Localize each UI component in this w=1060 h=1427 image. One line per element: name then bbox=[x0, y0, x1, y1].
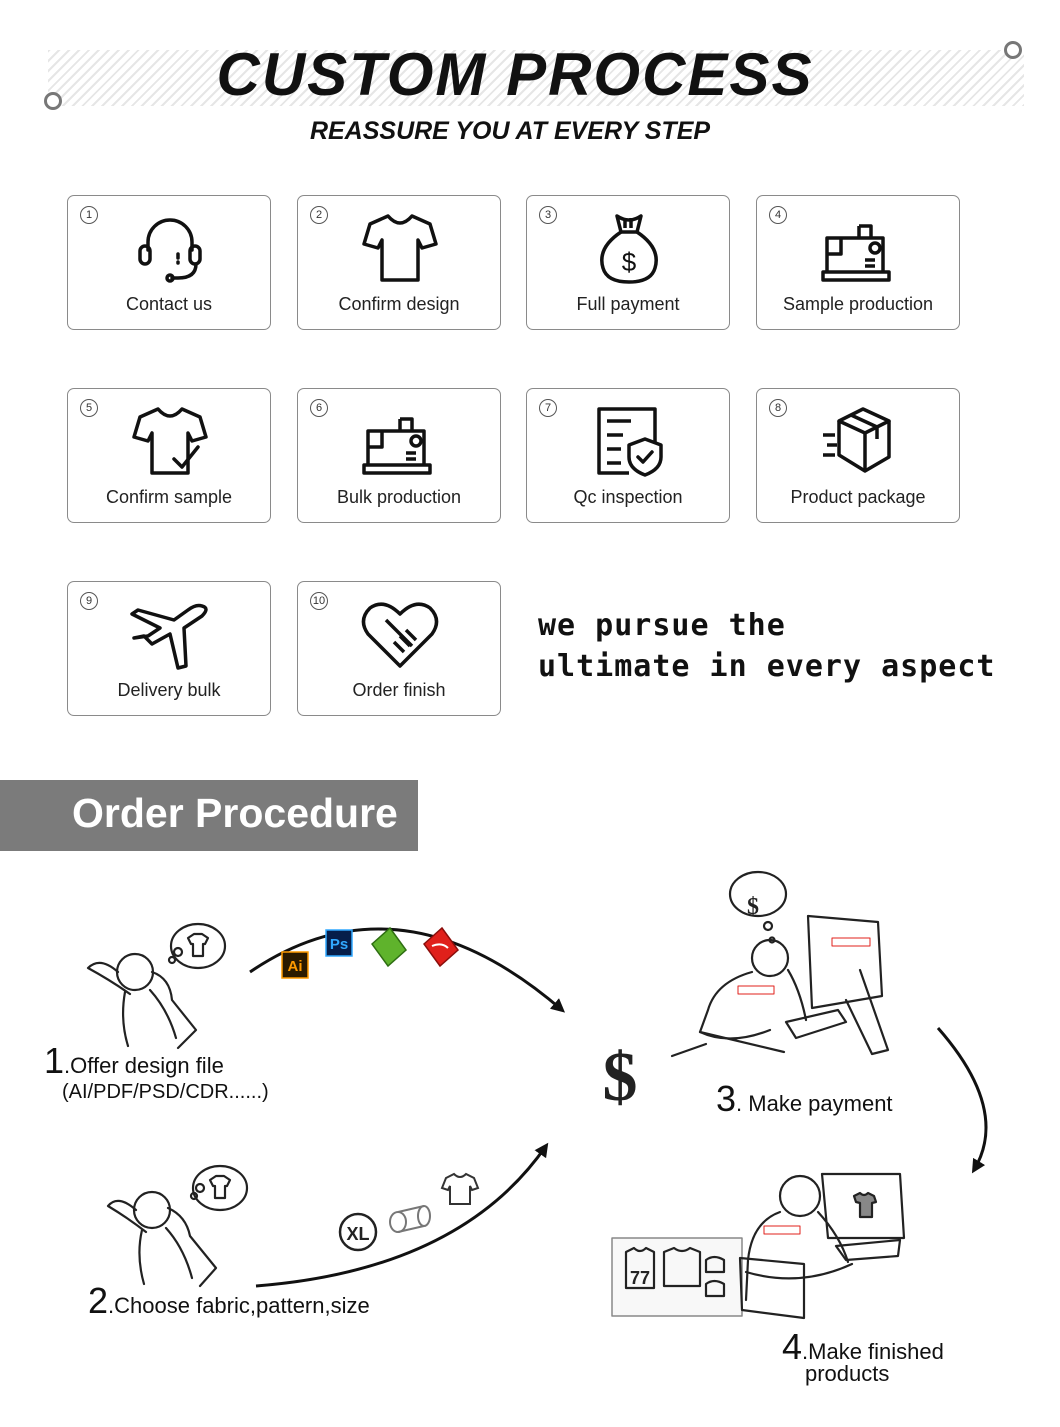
procedure-step-1: 1.Offer design file bbox=[44, 1040, 224, 1082]
procedure-step-2: 2.Choose fabric,pattern,size bbox=[88, 1280, 370, 1322]
svg-text:77: 77 bbox=[630, 1268, 650, 1288]
money-bag-icon: $ bbox=[600, 214, 658, 284]
ps-file-icon: Ps bbox=[325, 929, 353, 957]
procedure-step-3: 3. Make payment bbox=[716, 1078, 893, 1120]
procedure-step-1-formats: (AI/PDF/PSD/CDR......) bbox=[62, 1081, 269, 1103]
order-procedure-banner: Order Procedure bbox=[0, 780, 418, 851]
flow-arrow-top bbox=[249, 927, 566, 1013]
airplane-icon bbox=[130, 603, 208, 670]
procedure-step-4: 4.Make finished bbox=[782, 1326, 944, 1368]
step-card-confirm-sample: 5 Confirm sample bbox=[67, 388, 271, 523]
tagline-line-1: we pursue the bbox=[538, 608, 786, 643]
svg-text:$: $ bbox=[622, 247, 637, 277]
procedure-step-2-number: 2 bbox=[88, 1280, 109, 1321]
tshirt-icon bbox=[362, 214, 438, 282]
dollar-sign: $ bbox=[603, 1039, 638, 1116]
ring-decoration-left bbox=[44, 92, 62, 110]
step-label: Order finish bbox=[352, 680, 446, 700]
order-procedure-diagram: Ai Ps XL $ $ bbox=[86, 870, 988, 1320]
step-label: Bulk production bbox=[336, 487, 462, 507]
headset-icon bbox=[138, 218, 202, 283]
person-at-computer-payment: $ bbox=[670, 870, 890, 1058]
step-number: 7 bbox=[539, 399, 557, 417]
person-thinking-figure-2 bbox=[106, 1164, 249, 1288]
svg-text:Ps: Ps bbox=[330, 936, 348, 953]
step-label: Confirm sample bbox=[105, 487, 233, 507]
flow-arrow-bottom bbox=[255, 1142, 549, 1288]
step-card-bulk-production: 6 Bulk production bbox=[297, 388, 501, 523]
step-number: 9 bbox=[80, 592, 98, 610]
procedure-step-4-number: 4 bbox=[782, 1326, 803, 1367]
step-number: 6 bbox=[310, 399, 328, 417]
procedure-step-4-text: .Make finished bbox=[802, 1339, 944, 1364]
tshirt-check-icon bbox=[132, 407, 208, 475]
svg-text:Ai: Ai bbox=[288, 958, 303, 975]
step-label: Delivery bulk bbox=[117, 680, 221, 700]
step-card-sample-production: 4 Sample production bbox=[756, 195, 960, 330]
step-card-product-package: 8 Product package bbox=[756, 388, 960, 523]
step-label: Confirm design bbox=[338, 294, 460, 314]
procedure-step-1-text: .Offer design file bbox=[64, 1053, 224, 1078]
document-shield-icon bbox=[597, 407, 663, 477]
size-xl-icon: XL bbox=[338, 1212, 378, 1252]
tagline: we pursue the ultimate in every aspect bbox=[538, 605, 995, 687]
procedure-step-3-number: 3 bbox=[716, 1078, 737, 1119]
step-label: Full payment bbox=[576, 294, 680, 314]
procedure-step-4-text-line-2: products bbox=[805, 1361, 890, 1386]
sewing-machine-icon bbox=[821, 224, 891, 282]
package-box-icon bbox=[823, 407, 891, 473]
step-number: 5 bbox=[80, 399, 98, 417]
order-procedure-title: Order Procedure bbox=[72, 790, 398, 836]
sewing-machine-icon bbox=[362, 417, 432, 475]
procedure-step-2-text: .Choose fabric,pattern,size bbox=[108, 1293, 370, 1318]
page-title: CUSTOM PROCESS bbox=[216, 41, 814, 108]
step-card-order-finish: 10 Order finish bbox=[297, 581, 501, 716]
person-thinking-figure-1 bbox=[86, 922, 227, 1050]
step-number: 1 bbox=[80, 206, 98, 224]
tagline-line-2: ultimate in every aspect bbox=[538, 649, 996, 684]
ai-file-icon: Ai bbox=[281, 951, 309, 979]
step-card-confirm-design: 2 Confirm design bbox=[297, 195, 501, 330]
step-label: Contact us bbox=[125, 294, 213, 314]
fabric-roll-icon bbox=[389, 1205, 431, 1233]
step-number: 10 bbox=[310, 592, 328, 610]
step-label: Sample production bbox=[782, 294, 934, 314]
step-number: 4 bbox=[769, 206, 787, 224]
step-card-delivery-bulk: 9 Delivery bulk bbox=[67, 581, 271, 716]
page-subtitle: REASSURE YOU AT EVERY STEP bbox=[309, 117, 711, 145]
procedure-step-1-number: 1 bbox=[44, 1040, 65, 1081]
handshake-heart-icon bbox=[361, 602, 439, 668]
step-card-contact-us: 1 Contact us bbox=[67, 195, 271, 330]
person-at-computer-production: 77 bbox=[611, 1172, 906, 1320]
cdr-file-icon bbox=[370, 926, 408, 968]
step-number: 3 bbox=[539, 206, 557, 224]
pdf-file-icon bbox=[422, 926, 460, 968]
step-card-qc-inspection: 7 Qc inspection bbox=[526, 388, 730, 523]
step-label: Product package bbox=[790, 487, 926, 507]
shirt-pattern-icon bbox=[440, 1172, 480, 1205]
title-hatch-band bbox=[48, 50, 1024, 106]
step-number: 8 bbox=[769, 399, 787, 417]
step-card-full-payment: 3 $ Full payment bbox=[526, 195, 730, 330]
ring-decoration-right bbox=[1004, 41, 1022, 59]
step-label: Qc inspection bbox=[573, 487, 683, 507]
step-number: 2 bbox=[310, 206, 328, 224]
procedure-step-3-text: . Make payment bbox=[736, 1091, 893, 1116]
svg-text:$: $ bbox=[747, 894, 759, 920]
svg-text:XL: XL bbox=[346, 1224, 369, 1244]
flow-arrow-right bbox=[936, 1027, 988, 1174]
